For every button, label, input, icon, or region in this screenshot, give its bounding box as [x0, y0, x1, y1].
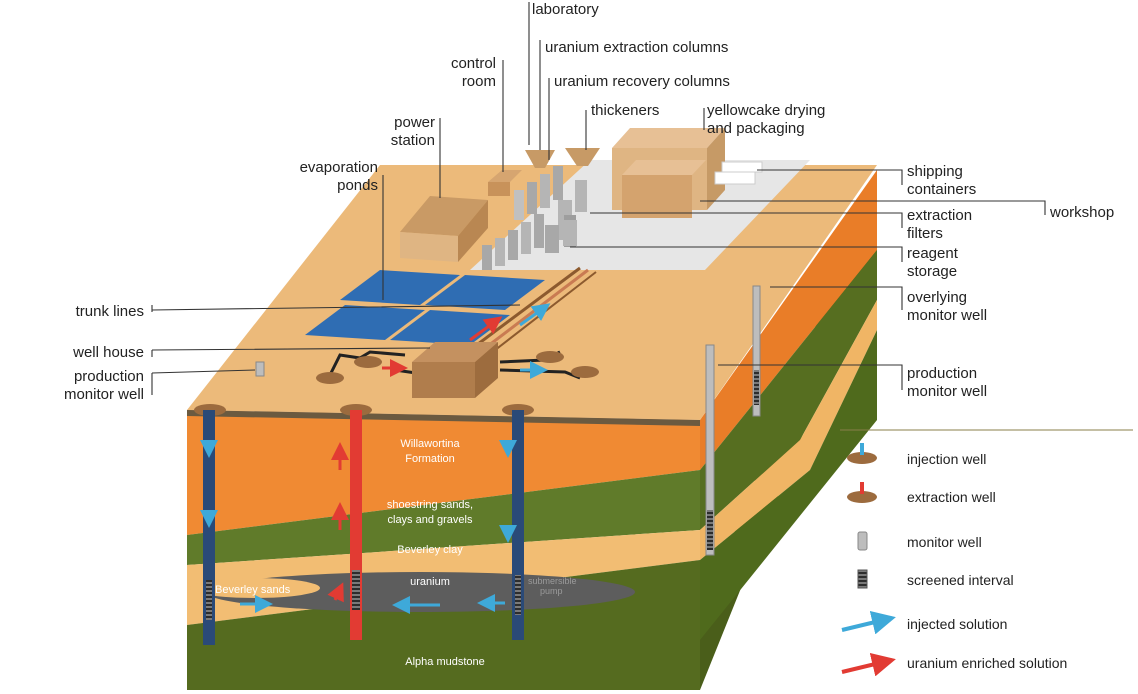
legend: injection well extraction well monitor w…: [841, 443, 1067, 677]
injection-well-right: [499, 404, 534, 640]
label-reagent-2: storage: [907, 263, 957, 280]
reagent-tanks: [545, 220, 577, 253]
label-trunk-lines: trunk lines: [76, 303, 144, 320]
strata-uranium: uranium: [410, 576, 450, 588]
legend-extraction-well-icon: [847, 482, 877, 503]
legend-screened-interval: screened interval: [907, 572, 1014, 588]
strata-pump-2: pump: [540, 586, 563, 596]
strata-beverley-clay: Beverley clay: [397, 544, 463, 556]
legend-screened-interval-icon: [857, 569, 868, 589]
label-extraction-filters-1: extraction: [907, 207, 972, 224]
evaporation-ponds: [305, 270, 545, 345]
label-evaporation-ponds-2: ponds: [337, 177, 378, 194]
beverley-clay-layer: [187, 470, 700, 565]
label-power-station-2: station: [391, 132, 435, 149]
overlying-monitor-well: [752, 285, 761, 417]
trunk-lines: [469, 266, 597, 355]
monitor-well-front: [705, 344, 715, 556]
strata-alpha: Alpha mudstone: [405, 656, 485, 668]
label-overlying-1: overlying: [907, 289, 967, 306]
legend-enriched-solution: uranium enriched solution: [907, 655, 1067, 671]
uranium-ore-body: [205, 572, 635, 612]
label-overlying-2: monitor well: [907, 307, 987, 324]
willawortina-layer: [187, 410, 700, 535]
strata-pump-1: submersible: [528, 576, 577, 586]
strata-willawortina-1: Willawortina: [400, 438, 460, 450]
left-labels: trunk lines well house production monito…: [64, 303, 144, 403]
strata-willawortina-2: Formation: [405, 453, 455, 465]
legend-injection-well: injection well: [907, 451, 986, 467]
legend-monitor-well: monitor well: [907, 534, 982, 550]
label-reagent-1: reagent: [907, 245, 959, 262]
legend-enriched-arrow-icon: [841, 652, 896, 677]
label-well-house: well house: [72, 344, 144, 361]
label-prod-monitor-right-2: monitor well: [907, 383, 987, 400]
legend-injected-arrow-icon: [841, 610, 896, 635]
label-yellowcake-2: and packaging: [707, 120, 805, 137]
block-side-face: [700, 170, 877, 690]
strata-beverley-sands: Beverley sands: [215, 584, 291, 596]
label-prod-monitor-right-1: production: [907, 365, 977, 382]
plant-labels: laboratory uranium extraction columns ur…: [300, 1, 826, 194]
label-workshop: workshop: [1049, 204, 1114, 221]
legend-injected-solution: injected solution: [907, 616, 1007, 632]
workshop-building: [622, 160, 706, 218]
right-labels: shipping containers workshop extraction …: [907, 163, 1114, 400]
label-yellowcake-1: yellowcake drying: [707, 102, 825, 119]
shipping-containers: [714, 161, 763, 185]
leader-lines: [151, 2, 1133, 431]
label-evaporation-ponds-1: evaporation: [300, 159, 378, 176]
label-prod-monitor-left-2: monitor well: [64, 386, 144, 403]
strata-shoestring-1: shoestring sands,: [387, 499, 473, 511]
surface-monitor-well: [255, 361, 265, 377]
label-shipping-2: containers: [907, 181, 976, 198]
injection-well-left: [194, 404, 226, 645]
strata-shoestring-2: clays and gravels: [388, 514, 473, 526]
extraction-columns: [482, 166, 563, 270]
label-thickeners: thickeners: [591, 102, 659, 119]
label-recovery-columns: uranium recovery columns: [554, 73, 730, 90]
thickeners: [525, 148, 600, 168]
well-house: [412, 342, 498, 398]
surface-edge: [187, 410, 700, 426]
front-face: [187, 410, 700, 690]
label-control-room-1: control: [451, 55, 496, 72]
strata-labels: Willawortina Formation shoestring sands,…: [215, 438, 577, 668]
label-shipping-1: shipping: [907, 163, 963, 180]
label-power-station-1: power: [394, 114, 435, 131]
label-extraction-filters-2: filters: [907, 225, 943, 242]
legend-injection-well-icon: [847, 443, 877, 464]
label-laboratory: laboratory: [532, 1, 599, 18]
beverley-sands-lens: [190, 578, 320, 598]
label-extraction-columns: uranium extraction columns: [545, 39, 728, 56]
legend-monitor-well-icon: [857, 531, 868, 551]
power-station: [400, 196, 488, 262]
legend-extraction-well: extraction well: [907, 489, 996, 505]
ore-flow-arrows: [240, 582, 505, 614]
control-room: [488, 170, 522, 196]
label-control-room-2: room: [462, 73, 496, 90]
label-prod-monitor-left-1: production: [74, 368, 144, 385]
extraction-well-center: [331, 404, 372, 640]
